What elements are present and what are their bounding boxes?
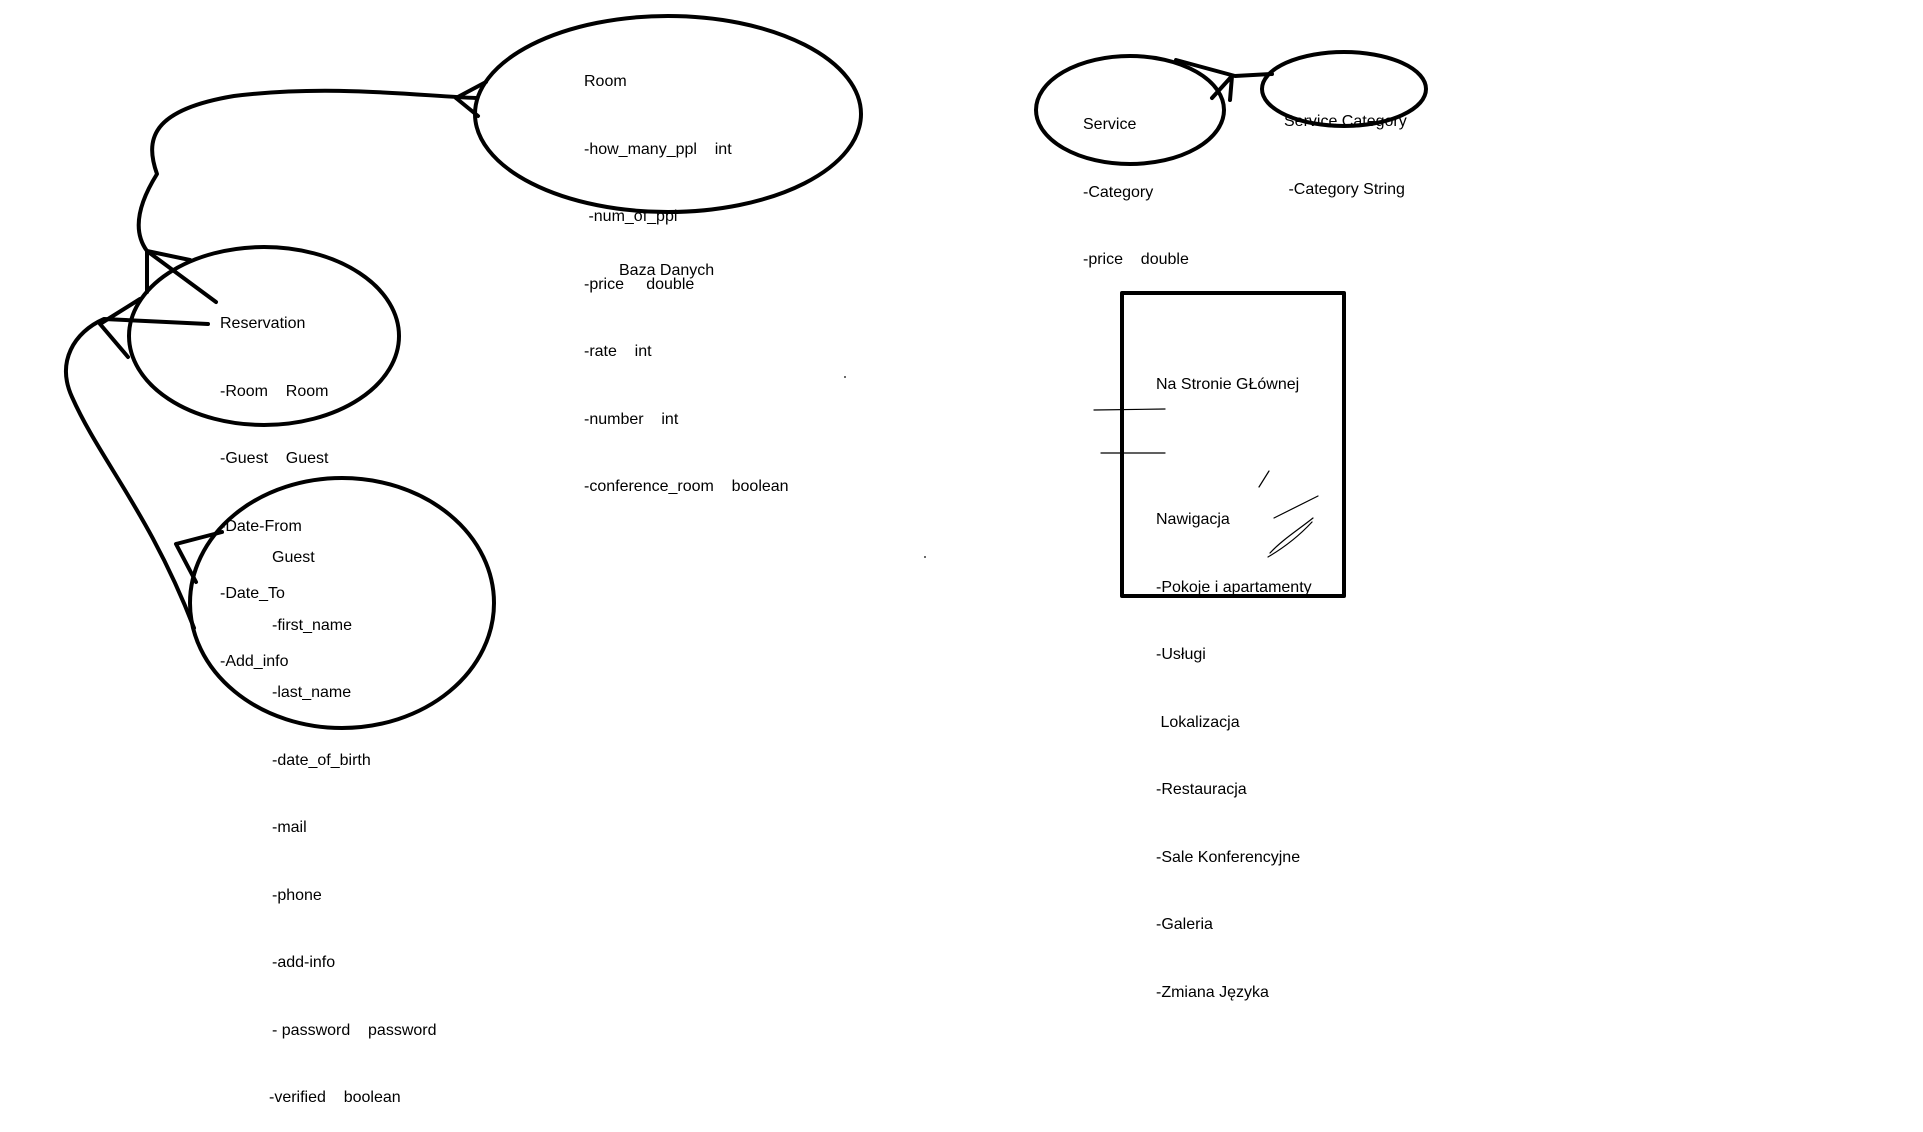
homepage-navigation: Na Stronie GŁównej Nawigacja -Pokoje i a… <box>1156 329 1312 1027</box>
service-category-entity: Service Category -Category String <box>1284 66 1407 224</box>
reservation-crows-foot <box>98 297 142 359</box>
room-field: -num_of_ppl <box>584 208 678 225</box>
reservation-room-crows-foot <box>145 249 192 294</box>
database-label: Baza Danych <box>619 262 715 279</box>
reservation-field: -Guest Guest <box>220 450 329 467</box>
room-field: -conference_room boolean <box>584 478 789 495</box>
service-category-entity-shape <box>1260 50 1428 128</box>
room-field: -how_many_ppl int <box>584 140 732 158</box>
reservation-guest-relation-line <box>64 317 210 630</box>
guest-entity-shape <box>188 476 496 730</box>
navigation-item: -Pokoje i apartamenty <box>1156 578 1312 596</box>
service-entity-shape <box>1034 54 1226 166</box>
navigation-item: Lokalizacja <box>1156 713 1240 731</box>
guest-field: -date_of_birth <box>272 751 371 769</box>
homepage-title: Na Stronie GŁównej <box>1156 376 1300 393</box>
nav-mark-restaurant <box>1258 470 1270 488</box>
reservation-title: Reservation <box>220 315 306 332</box>
reservation-field: -Date-From <box>220 517 302 535</box>
stray-dot <box>924 556 926 558</box>
reservation-entity: Reservation -Room Room -Guest Guest -Dat… <box>220 268 328 696</box>
service-field: -price double <box>1083 251 1189 268</box>
nav-mark-language <box>1269 517 1314 554</box>
guest-field: -verified boolean <box>269 1089 401 1106</box>
service-crows-foot <box>1210 74 1234 102</box>
nav-mark-rooms <box>1093 408 1166 411</box>
room-entity: Room -how_many_ppl int -num_of_ppl -pric… <box>584 26 789 521</box>
reservation-entity-shape <box>127 245 401 427</box>
reservation-field: -Add_info <box>220 652 289 670</box>
service-title: Service <box>1083 116 1137 133</box>
homepage-spacer <box>1156 442 1312 465</box>
diagram-canvas <box>64 14 1428 730</box>
guest-field: - password password <box>272 1021 437 1039</box>
room-crows-foot <box>454 80 488 118</box>
navigation-title: Nawigacja <box>1156 511 1230 528</box>
reservation-room-relation-line <box>136 88 478 304</box>
room-title: Room <box>584 73 627 90</box>
guest-title: Guest <box>272 549 315 566</box>
guest-field: -phone <box>272 886 322 904</box>
service-entity: Service -Category -price double <box>1083 69 1189 294</box>
service-category-title: Service Category <box>1284 113 1407 130</box>
service-category-field: -Category String <box>1284 180 1405 198</box>
guest-field: -first_name <box>272 616 353 634</box>
reservation-field: -Room Room <box>220 382 329 400</box>
navigation-item: -Restauracja <box>1156 781 1247 798</box>
guest-entity: Guest -first_name -last_name -date_of_bi… <box>269 502 437 1132</box>
nav-mark-conference <box>1273 495 1319 519</box>
room-field: -price double <box>584 275 695 293</box>
stray-dot <box>844 376 846 378</box>
guest-field: -mail <box>272 819 307 836</box>
homepage-box <box>1120 291 1346 598</box>
service-field: -Category <box>1083 183 1154 201</box>
guest-field: -add-info <box>272 954 336 971</box>
room-field: -rate int <box>584 343 652 360</box>
guest-crows-foot <box>174 530 224 584</box>
guest-field: -last_name <box>272 684 352 701</box>
navigation-item: -Usługi <box>1156 646 1206 663</box>
navigation-item: -Galeria <box>1156 916 1213 933</box>
nav-mark-language-scribble <box>1267 521 1313 558</box>
navigation-item: -Zmiana Języka <box>1156 983 1269 1001</box>
navigation-item: -Sale Konferencyjne <box>1156 848 1301 866</box>
service-category-relation-line <box>1174 58 1274 78</box>
room-field: -number int <box>584 410 679 428</box>
reservation-field: -Date_To <box>220 585 285 602</box>
